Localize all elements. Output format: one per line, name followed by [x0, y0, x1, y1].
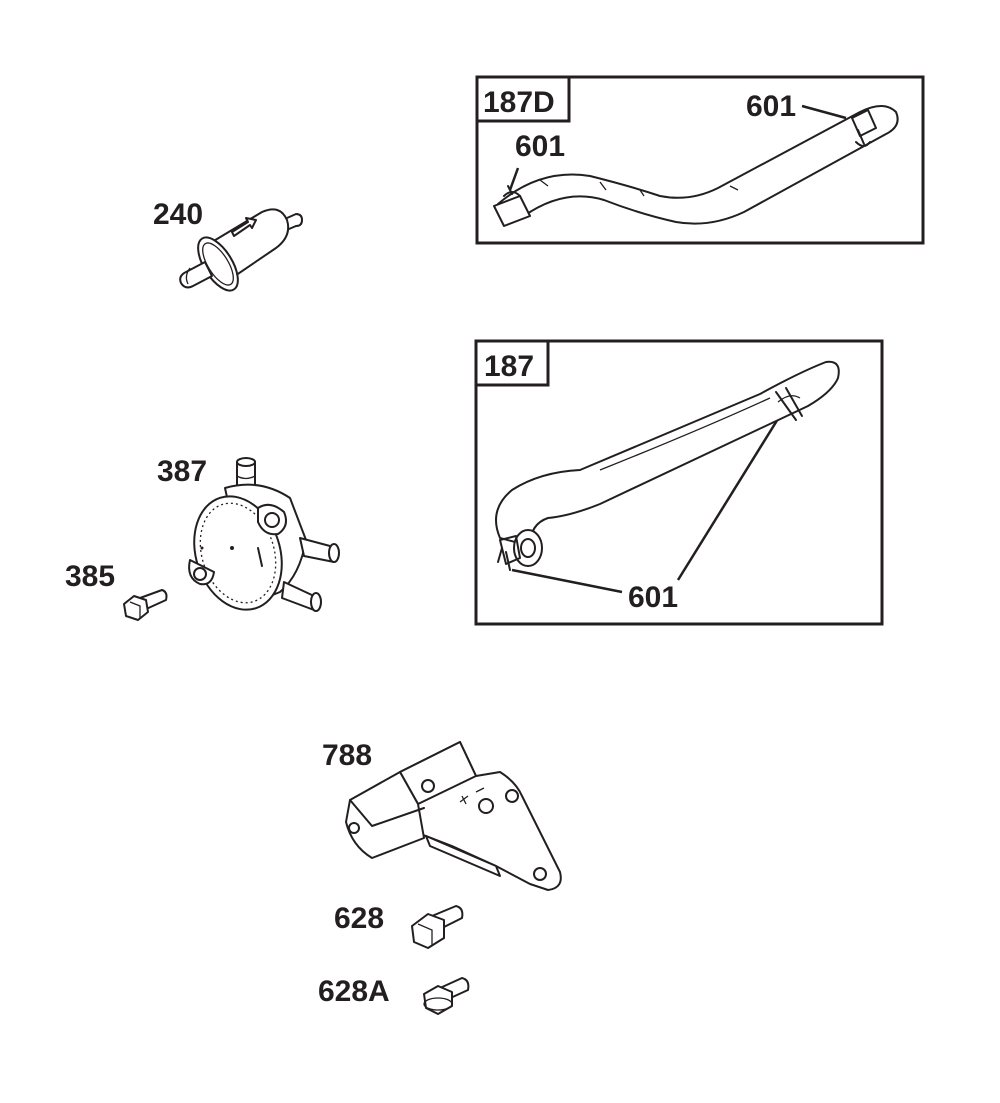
fuel-filter-240[interactable]: 240 — [153, 198, 303, 297]
screw-385[interactable]: 385 — [65, 560, 168, 621]
box-title-187: 187 — [484, 350, 534, 383]
leader-601-lower — [511, 568, 623, 594]
hose-box-187d[interactable]: 187D 601 601 — [475, 75, 925, 245]
part-label-385: 385 — [65, 560, 115, 593]
bracket-788[interactable]: 788 — [322, 739, 562, 891]
box-title-frame-187 — [474, 339, 550, 387]
fuel-pump-387[interactable]: 387 — [157, 455, 340, 621]
box-title-frame-187d — [475, 75, 571, 123]
leader-601-left — [508, 167, 520, 191]
clamp-label-601-top: 601 — [746, 90, 796, 123]
hose-box-187[interactable]: 187 601 — [474, 339, 884, 626]
part-label-628: 628 — [334, 902, 384, 935]
hose-187 — [495, 360, 840, 547]
clamp-label-601-left: 601 — [515, 130, 565, 163]
bolt-628a[interactable]: 628A — [318, 975, 470, 1015]
leader-601-top — [801, 104, 847, 120]
bolt-628[interactable]: 628 — [334, 902, 464, 949]
clamp-label-601: 601 — [628, 581, 678, 614]
part-label-628a: 628A — [318, 975, 390, 1008]
part-label-240: 240 — [153, 198, 203, 231]
part-label-788: 788 — [322, 739, 372, 772]
leader-601-upper — [676, 405, 788, 581]
hose-187d — [497, 105, 899, 225]
box-title-187d: 187D — [483, 86, 555, 119]
part-label-387: 387 — [157, 455, 207, 488]
